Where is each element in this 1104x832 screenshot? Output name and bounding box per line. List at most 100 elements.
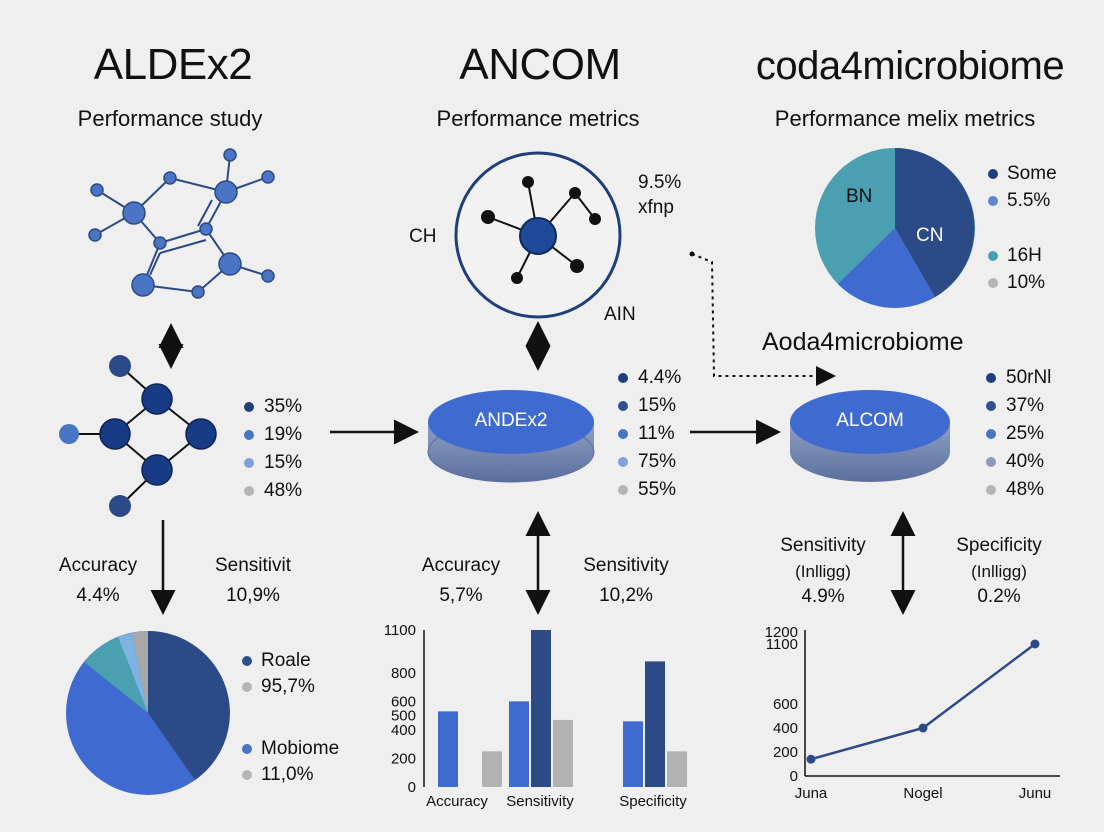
legend-dot xyxy=(242,682,252,692)
ytick-label: 1100 xyxy=(384,622,416,639)
metric-name-accuracy-center: Accuracy xyxy=(421,555,501,576)
metric-name-sensitivity-left: Sensitivit xyxy=(214,555,292,576)
ancom-label-right-1: 9.5% xyxy=(638,172,682,193)
ancom-label-left: CH xyxy=(409,226,437,247)
legend-item: 75% xyxy=(618,448,681,476)
metric-name-sensitivity-center: Sensitivity xyxy=(583,555,669,576)
legend-label: 15% xyxy=(264,452,303,473)
legend-label: 75% xyxy=(638,451,677,472)
center-legend: 4.4% 15% 11% 75% 55% xyxy=(618,364,681,504)
metric-name-specificity-right: Specificity xyxy=(956,535,1042,556)
bottom-pie-legend: Roale 95,7% Mobiome 11,0% xyxy=(242,648,339,788)
legend-label: 25% xyxy=(1006,423,1045,444)
ancom-label-right-2: xfnp xyxy=(638,197,674,218)
legend-item: Roale xyxy=(242,648,339,674)
bar xyxy=(667,751,687,787)
top-pie-slice-label-cn: CN xyxy=(916,225,944,246)
ytick-label: 600 xyxy=(391,693,416,710)
legend-item: 15% xyxy=(244,449,302,477)
ancom-subtitle: Performance metrics xyxy=(436,106,640,131)
legend-label: 4.4% xyxy=(638,367,682,388)
coda-disc xyxy=(790,390,950,482)
ancom-label-bottom: AIN xyxy=(604,304,636,325)
legend-item: Mobiome xyxy=(242,736,339,762)
legend-item: 16H xyxy=(988,242,1057,269)
ytick-label: 400 xyxy=(391,722,416,739)
legend-label: 5.5% xyxy=(1007,189,1051,211)
coda4microbiome-subtitle: Performance melix metrics xyxy=(774,106,1036,131)
metric-name-accuracy-left: Accuracy xyxy=(58,555,138,576)
legend-dot xyxy=(244,402,254,412)
xtick-label: Juna xyxy=(795,785,828,802)
legend-item: 37% xyxy=(986,392,1051,420)
legend-dot xyxy=(988,250,998,261)
legend-dot xyxy=(244,486,254,496)
line-chart-series xyxy=(806,639,1040,764)
bar xyxy=(645,661,665,787)
bar xyxy=(531,630,551,787)
legend-dot xyxy=(244,458,254,468)
legend-item: 48% xyxy=(986,476,1051,504)
ytick-label: 600 xyxy=(773,696,798,713)
legend-dot xyxy=(618,429,628,439)
legend-item: 15% xyxy=(618,392,681,420)
legend-item: 35% xyxy=(244,393,302,421)
legend-label: 19% xyxy=(264,424,303,445)
center-disc-label: ANDEx2 xyxy=(474,410,548,431)
metric-value-accuracy-left: 4.4% xyxy=(76,585,120,606)
ytick-label: 200 xyxy=(391,750,416,767)
ytick-label: 0 xyxy=(408,779,416,796)
bar xyxy=(438,711,458,787)
legend-label: 16H xyxy=(1007,244,1042,266)
line-point xyxy=(1030,639,1040,649)
category-label: Sensitivity xyxy=(506,793,574,810)
legend-label: Mobiome xyxy=(261,738,340,759)
line-point xyxy=(806,754,816,764)
legend-item: 11% xyxy=(618,420,681,448)
aldex2-subtitle: Performance study xyxy=(77,106,263,131)
legend-item: 10% xyxy=(988,269,1057,296)
legend-label: 48% xyxy=(1006,479,1045,500)
metric-note-sensitivity-right: (Inlligg) xyxy=(795,562,851,581)
category-label: Accuracy xyxy=(426,793,488,810)
top-pie-legend: Some 5.5% 16H 10% xyxy=(988,160,1057,296)
legend-item: 50rNl xyxy=(986,364,1051,392)
legend-item: 5.5% xyxy=(988,187,1057,214)
legend-dot xyxy=(986,485,996,495)
legend-dot xyxy=(988,168,998,179)
dotted-connector xyxy=(691,253,836,386)
bar xyxy=(509,701,529,787)
legend-label: 50rNl xyxy=(1006,367,1052,388)
legend-dot xyxy=(986,429,996,439)
legend-label: 11,0% xyxy=(261,764,314,785)
legend-label: 95,7% xyxy=(261,676,315,697)
legend-label: Roale xyxy=(261,650,311,671)
coda4microbiome-title: coda4microbiome xyxy=(755,44,1065,88)
metric-note-specificity-right: (Inlligg) xyxy=(971,562,1027,581)
line-series xyxy=(810,643,1036,761)
legend-dot xyxy=(242,656,252,666)
legend-item: 40% xyxy=(986,448,1051,476)
legend-dot xyxy=(242,770,252,780)
metric-value-sensitivity-center: 10,2% xyxy=(599,585,653,606)
legend-dot xyxy=(986,457,996,467)
legend-dot xyxy=(986,373,996,383)
legend-dot xyxy=(988,195,998,206)
aldex2-title: ALDEx2 xyxy=(93,40,253,89)
bar xyxy=(623,721,643,787)
ytick-label: 400 xyxy=(773,720,798,737)
legend-dot xyxy=(618,373,628,383)
legend-label: 55% xyxy=(638,479,677,500)
ancom-graph xyxy=(454,151,622,319)
legend-label: Some xyxy=(1007,162,1057,184)
metric-value-specificity-right: 0.2% xyxy=(977,586,1021,607)
aldex2-network-nodes xyxy=(88,148,275,299)
legend-item: Some xyxy=(988,160,1057,187)
metric-value-sensitivity-left: 10,9% xyxy=(226,585,280,606)
